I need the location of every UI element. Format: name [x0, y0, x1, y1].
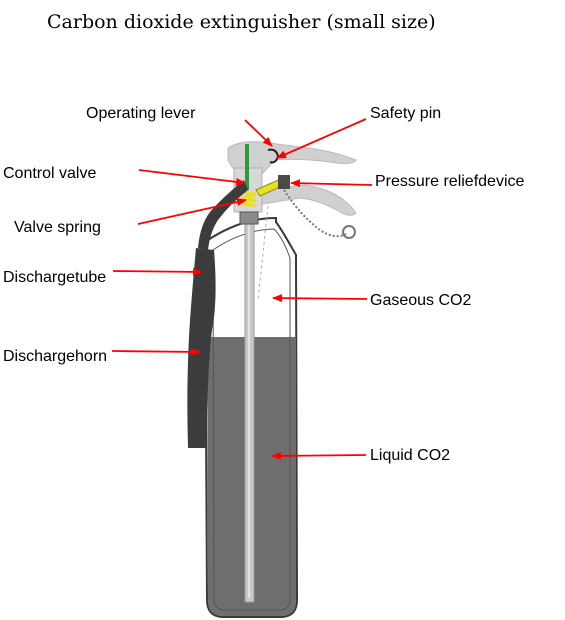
discharge-horn-shape	[187, 248, 216, 448]
chain-guide-line	[257, 205, 269, 301]
label-valve-spring: Valve spring	[14, 219, 101, 236]
arrow-safety-pin	[276, 118, 367, 159]
label-gaseous-co2: Gaseous CO2	[370, 292, 471, 309]
label-pressure-relief: Pressure reliefdevice	[375, 173, 525, 190]
arrow-liquid-co2	[271, 451, 367, 460]
arrow-control-valve	[138, 169, 246, 186]
arrow-discharge-tube	[112, 267, 203, 276]
arrow-operating-lever	[244, 119, 273, 147]
cylinder	[203, 205, 299, 618]
arrow-valve-spring	[137, 198, 247, 225]
chain-ring	[342, 225, 356, 239]
discharge-tube-shape	[198, 180, 248, 250]
carrying-handle	[257, 184, 357, 216]
arrow-pressure-relief	[290, 179, 373, 188]
label-operating-lever: Operating lever	[86, 105, 196, 122]
label-liquid-co2: Liquid CO2	[370, 447, 450, 464]
cylinder-neck	[239, 211, 259, 225]
label-control-valve: Control valve	[3, 165, 96, 182]
label-safety-pin: Safety pin	[370, 105, 441, 122]
relief-device-cap	[278, 175, 290, 189]
label-discharge-horn: Dischargehorn	[3, 348, 107, 365]
arrow-discharge-horn	[111, 347, 201, 356]
pointer-arrows	[111, 118, 373, 460]
discharge-assembly	[187, 180, 248, 448]
label-discharge-tube: Dischargetube	[3, 269, 106, 286]
diagram-title: Carbon dioxide extinguisher (small size)	[47, 11, 436, 33]
safety-chain	[283, 189, 347, 238]
cylinder-inner-wall	[212, 228, 291, 611]
arrow-gaseous-co2	[272, 294, 368, 303]
valve-stem	[245, 144, 249, 190]
